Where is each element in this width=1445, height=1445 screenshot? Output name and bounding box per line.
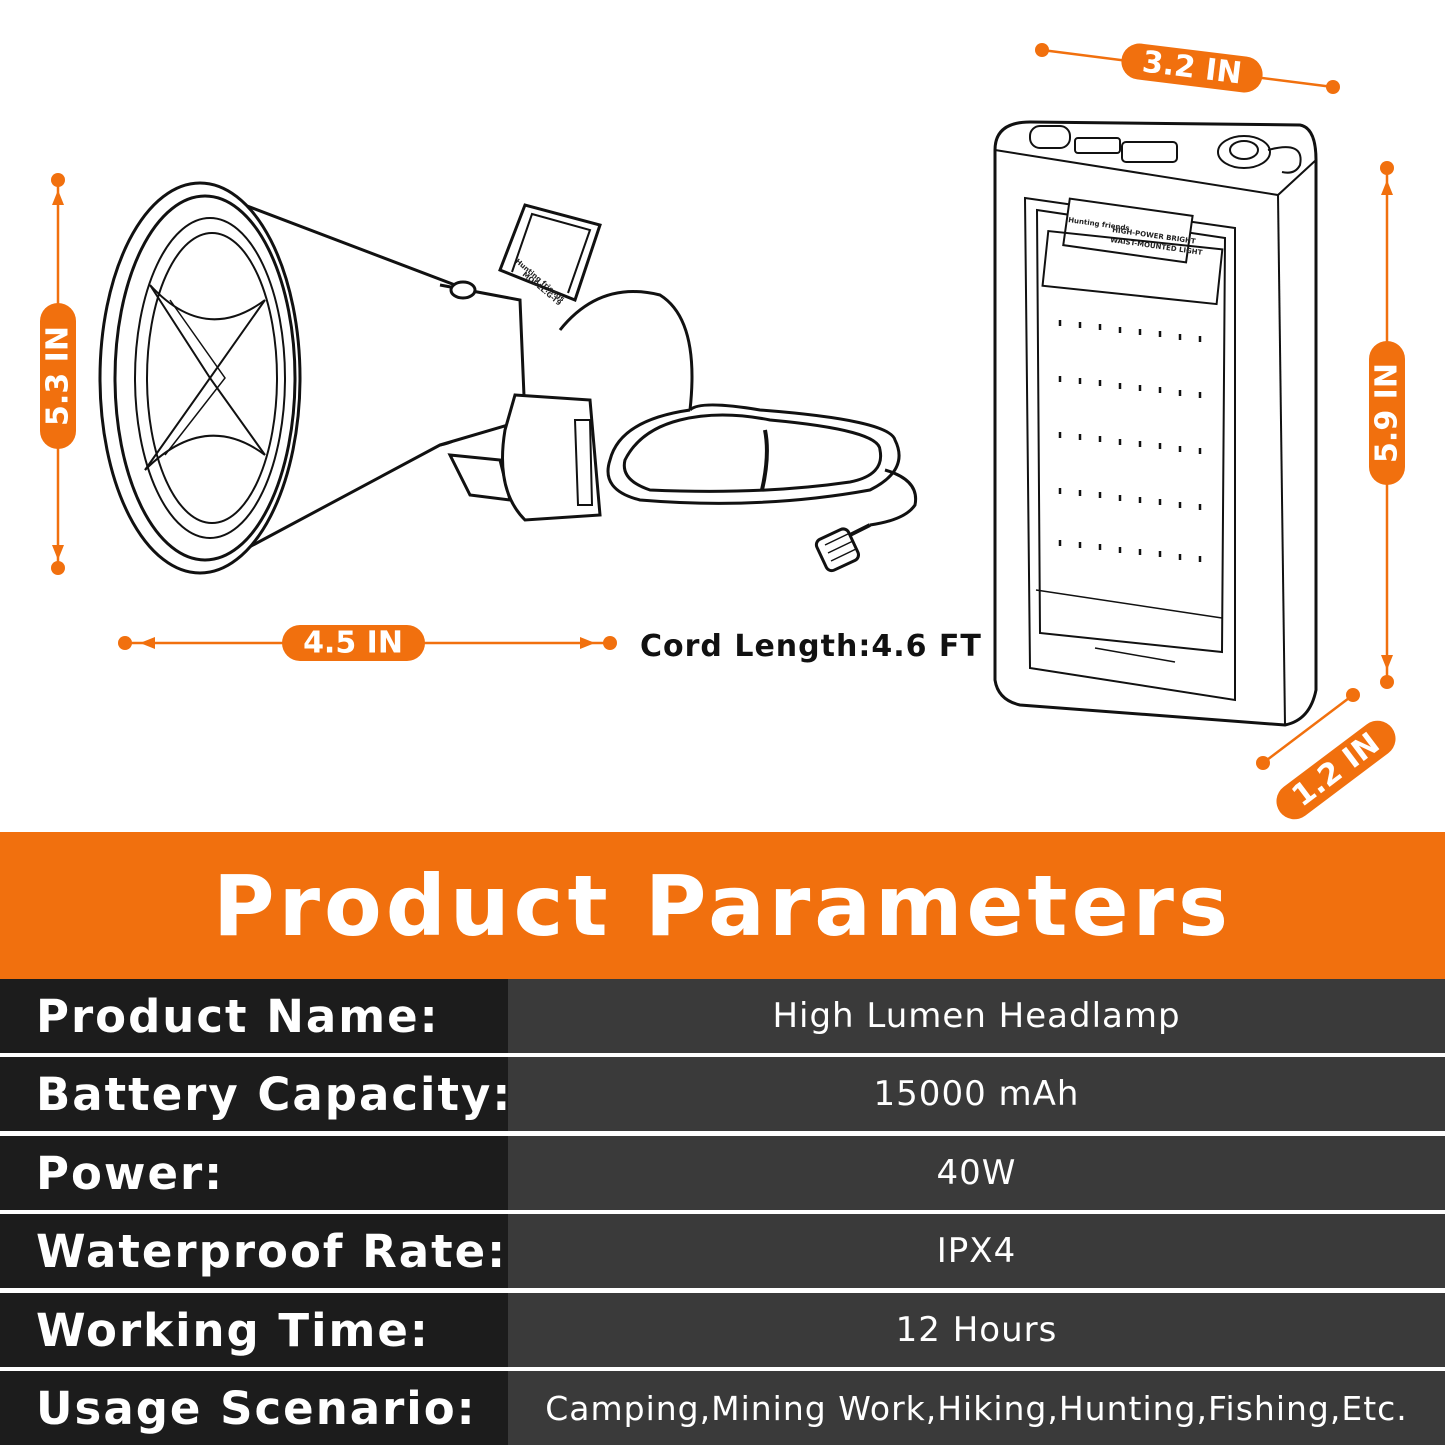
headlamp-illustration: Hunting friends MODEL:G-T9 — [98, 181, 918, 575]
spec-value: IPX4 — [508, 1214, 1445, 1288]
product-diagram: Hunting friends MODEL:G-T9 — [40, 43, 1405, 820]
cord-length-label: Cord Length:4.6 FT — [640, 629, 982, 664]
svg-text:1.2 IN: 1.2 IN — [1286, 726, 1387, 814]
spec-label: Waterproof Rate: — [0, 1214, 508, 1288]
spec-row-power: Power: 40W — [0, 1136, 1445, 1210]
battery-pack-illustration: Hunting friends HIGH-POWER BRIGHT WAIST-… — [993, 120, 1318, 727]
battery-dot-grid — [1058, 320, 1202, 562]
spec-row-product-name: Product Name: High Lumen Headlamp — [0, 979, 1445, 1053]
product-parameters-banner: Product Parameters — [0, 832, 1445, 979]
spec-row-usage-scenario: Usage Scenario: Camping,Mining Work,Hiki… — [0, 1371, 1445, 1445]
spec-value: Camping,Mining Work,Hiking,Hunting,Fishi… — [508, 1371, 1445, 1445]
spec-label: Product Name: — [0, 979, 508, 1053]
dimension-lamp-width: 4.5 IN — [118, 625, 617, 661]
svg-text:5.3 IN: 5.3 IN — [41, 326, 76, 426]
spec-value: 12 Hours — [508, 1293, 1445, 1367]
banner-title: Product Parameters — [213, 856, 1232, 955]
spec-row-working-time: Working Time: 12 Hours — [0, 1293, 1445, 1367]
spec-row-battery-capacity: Battery Capacity: 15000 mAh — [0, 1057, 1445, 1131]
dimension-battery-width: 3.2 IN — [1035, 43, 1340, 94]
dimension-battery-height: 5.9 IN — [1369, 161, 1405, 689]
spec-label: Battery Capacity: — [0, 1057, 510, 1131]
svg-text:5.9 IN: 5.9 IN — [1370, 363, 1405, 463]
spec-label: Working Time: — [0, 1293, 508, 1367]
spec-row-waterproof-rate: Waterproof Rate: IPX4 — [0, 1214, 1445, 1288]
spec-value: High Lumen Headlamp — [508, 979, 1445, 1053]
spec-label: Power: — [0, 1136, 508, 1210]
spec-value: 40W — [508, 1136, 1445, 1210]
svg-text:4.5 IN: 4.5 IN — [303, 626, 403, 661]
spec-value: 15000 mAh — [508, 1057, 1445, 1131]
spec-label: Usage Scenario: — [0, 1371, 508, 1445]
svg-text:3.2 IN: 3.2 IN — [1140, 45, 1243, 92]
dimension-lamp-height: 5.3 IN — [40, 173, 76, 575]
